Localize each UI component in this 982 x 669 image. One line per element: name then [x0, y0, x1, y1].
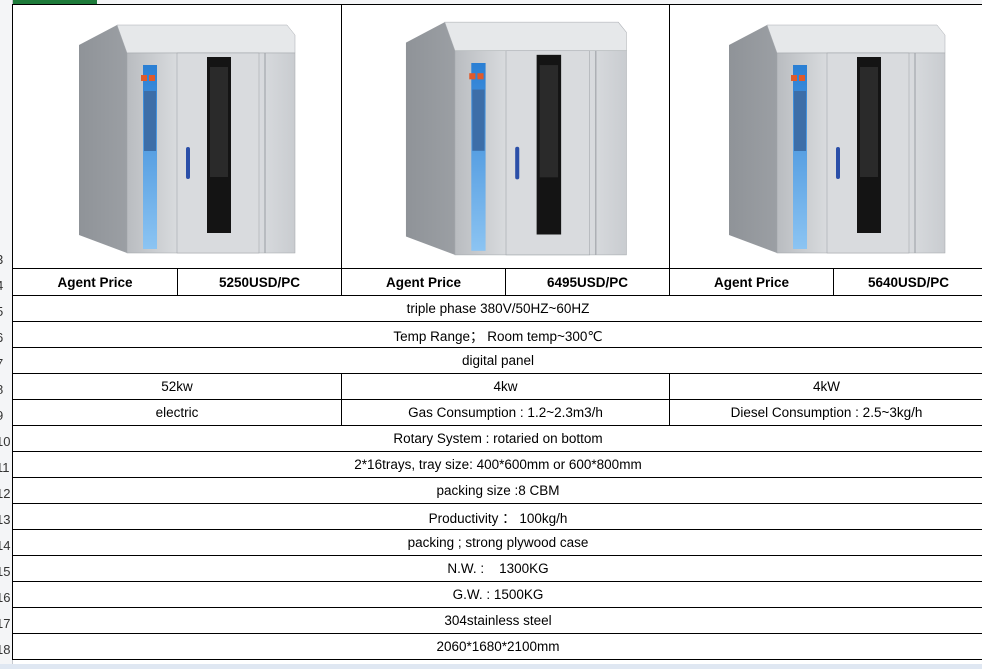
- spec-productivity[interactable]: Productivity ： 100kg/h: [12, 503, 982, 530]
- agent-price-label[interactable]: Agent Price: [12, 268, 178, 296]
- row-number[interactable]: 7: [0, 351, 12, 377]
- oven-image-cell[interactable]: [669, 4, 982, 269]
- spec-power[interactable]: 52kw: [12, 373, 342, 400]
- row-header-column: 3 4 5 6 7 8 9 10 11 12 13 14 15 16 17 18: [0, 0, 13, 669]
- row-number[interactable]: 15: [0, 564, 11, 579]
- row-number[interactable]: 3: [0, 247, 12, 273]
- row-number[interactable]: 12: [0, 486, 11, 501]
- spec-fuel[interactable]: Gas Consumption : 1.2~2.3m3/h: [341, 399, 670, 426]
- rotary-oven-image: [405, 21, 627, 256]
- row-number[interactable]: 6: [0, 325, 12, 351]
- agent-price-value[interactable]: 5250USD/PC: [177, 268, 342, 296]
- spec-power[interactable]: 4kw: [341, 373, 670, 400]
- spec-rotary-system[interactable]: Rotary System : rotaried on bottom: [12, 425, 982, 452]
- row-number[interactable]: 5: [0, 299, 12, 325]
- spec-panel[interactable]: digital panel: [12, 347, 982, 374]
- row-number[interactable]: 16: [0, 590, 11, 605]
- spec-trays[interactable]: 2*16trays, tray size: 400*600mm or 600*8…: [12, 451, 982, 478]
- spec-voltage[interactable]: triple phase 380V/50HZ~60HZ: [12, 295, 982, 322]
- row-number[interactable]: 11: [0, 460, 10, 475]
- oven-image-cell[interactable]: [341, 4, 670, 269]
- agent-price-value[interactable]: 6495USD/PC: [505, 268, 670, 296]
- spec-fuel[interactable]: electric: [12, 399, 342, 426]
- rotary-oven-image: [79, 24, 296, 253]
- spec-power[interactable]: 4kW: [669, 373, 982, 400]
- spec-packing[interactable]: packing ; strong plywood case: [12, 529, 982, 556]
- row-number[interactable]: 14: [0, 538, 11, 553]
- agent-price-label[interactable]: Agent Price: [669, 268, 834, 296]
- agent-price-label[interactable]: Agent Price: [341, 268, 506, 296]
- row-number[interactable]: 17: [0, 616, 11, 631]
- row-number[interactable]: 18: [0, 642, 11, 657]
- agent-price-value[interactable]: 5640USD/PC: [833, 268, 982, 296]
- row-number[interactable]: 10: [0, 434, 11, 449]
- row-number[interactable]: 13: [0, 512, 11, 527]
- selected-column-accent: [12, 0, 97, 4]
- oven-image-cell[interactable]: [12, 4, 342, 269]
- row-number[interactable]: 8: [0, 377, 12, 403]
- spreadsheet-grid: Agent Price 5250USD/PC Agent Price 6495U…: [12, 4, 982, 660]
- sheet-bottom-bar: [0, 664, 982, 669]
- row-number[interactable]: 4: [0, 273, 12, 299]
- rotary-oven-image: [728, 24, 945, 253]
- spec-temp-range[interactable]: Temp Range； Room temp~300℃: [12, 321, 982, 348]
- spec-fuel[interactable]: Diesel Consumption : 2.5~3kg/h: [669, 399, 982, 426]
- spec-dimensions[interactable]: 2060*1680*2100mm: [12, 633, 982, 660]
- spec-material[interactable]: 304stainless steel: [12, 607, 982, 634]
- spec-net-weight[interactable]: N.W. : 1300KG: [12, 555, 982, 582]
- spec-gross-weight[interactable]: G.W. : 1500KG: [12, 581, 982, 608]
- row-number[interactable]: 9: [0, 403, 12, 429]
- spec-packing-size[interactable]: packing size :8 CBM: [12, 477, 982, 504]
